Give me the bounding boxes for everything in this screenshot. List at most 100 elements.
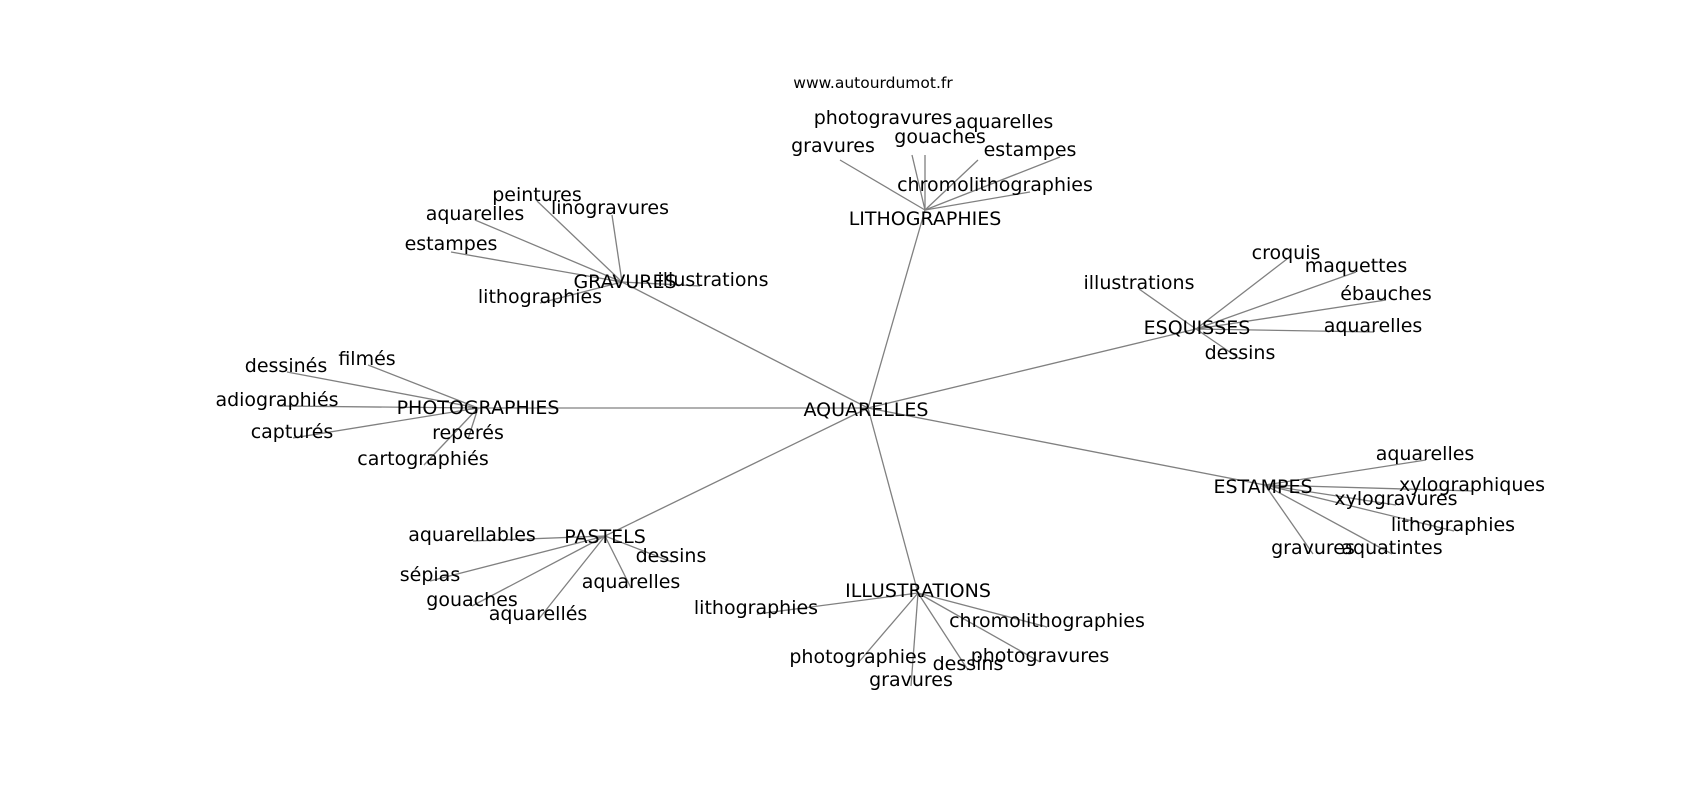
edge-cluster-to-leaf [917,592,1041,663]
edge-cluster-to-leaf [924,191,1031,211]
edge-cluster-to-leaf [1195,328,1241,360]
edge-cluster-to-leaf [277,405,479,409]
edge-cluster-to-leaf [286,371,479,409]
leaf-node-label: photogravures [971,645,1110,667]
leaf-node-label: ébauches [1340,283,1432,305]
edge-cluster-to-leaf [1195,299,1387,330]
edge-cluster-to-leaf [1264,459,1427,486]
leaf-node-label: adiographiés [215,389,338,411]
edge-cluster-to-leaf [474,219,623,283]
leaf-node-label: linogravures [551,197,669,219]
leaf-node-label: illustrations [1084,272,1195,294]
edge-cluster-to-leaf [917,592,969,671]
edge-cluster-to-leaf [621,281,701,287]
edge-cluster-to-leaf [1264,484,1393,555]
cluster-node-label: PHOTOGRAPHIES [397,397,560,419]
edge-cluster-to-leaf [910,592,919,687]
edge-cluster-to-leaf [756,592,919,615]
leaf-node-label: dessinés [245,355,327,377]
leaf-node-label: cartographiés [357,448,488,470]
graph-edges [277,154,1474,687]
edge-cluster-to-leaf [539,281,623,304]
cluster-node-label: PASTELS [564,526,646,548]
edge-cluster-to-leaf [537,535,606,621]
edge-cluster-to-leaf [604,535,632,589]
edge-cluster-to-leaf [472,535,606,542]
edge-cluster-to-leaf [1264,484,1397,506]
leaf-node-label: aquarelles [582,571,681,593]
edge-cluster-to-leaf [429,535,606,582]
edge-cluster-to-leaf [467,407,479,440]
edge-cluster-to-leaf [1138,288,1197,330]
edge-cluster-to-leaf [536,200,623,283]
leaf-node-label: gravures [1271,537,1355,559]
root-node-label: AQUARELLES [804,399,929,421]
leaf-node-label: photographies [789,646,926,668]
leaf-node-label: aquatintes [1341,537,1442,559]
edge-cluster-to-leaf [1264,484,1314,555]
leaf-node-label: filmés [338,348,395,370]
leaf-node-label: aquarellables [408,524,536,546]
leaf-node-label: gravures [869,669,953,691]
edge-root-to-cluster [867,328,1197,409]
leaf-node-label: aquarellés [489,603,588,625]
graph-labels: www.autourdumot.fr AQUARELLES photogravu… [215,74,1545,691]
leaf-node-label: gravures [791,135,875,157]
leaf-node-label: estampes [984,139,1077,161]
leaf-node-label: xylogravures [1334,488,1457,510]
edge-cluster-to-leaf [423,407,479,466]
leaf-node-label: chromolithographies [949,610,1145,632]
leaf-node-label: dessins [636,545,707,567]
leaf-node-label: gouaches [426,589,517,611]
leaf-node-label: estampes [405,233,498,255]
edge-root-to-cluster [867,407,1266,486]
edge-cluster-to-leaf [924,159,979,211]
edge-cluster-to-leaf [367,364,479,409]
edge-cluster-to-leaf [450,251,623,283]
cluster-node-label: LITHOGRAPHIES [849,208,1002,230]
edge-cluster-to-leaf [471,535,606,607]
edge-root-to-cluster [621,281,869,409]
leaf-node-label: aquarelles [955,111,1054,133]
edge-cluster-to-leaf [911,154,926,211]
edge-cluster-to-leaf [611,214,623,283]
leaf-node-label: illustrations [658,269,769,291]
edge-cluster-to-leaf [604,535,673,563]
edge-cluster-to-leaf [1264,484,1455,532]
leaf-node-label: aquarelles [1324,315,1423,337]
cluster-node-label: GRAVURES [573,271,676,293]
leaf-node-label: photogravures [814,107,953,129]
edge-cluster-to-leaf [1195,258,1288,330]
cluster-node-label: ILLUSTRATIONS [845,580,991,602]
leaf-node-label: croquis [1252,242,1321,264]
leaf-node-label: lithographies [1391,514,1515,536]
source-watermark: www.autourdumot.fr [793,74,953,92]
leaf-node-label: aquarelles [426,203,525,225]
leaf-node-label: capturés [251,421,334,443]
edge-cluster-to-leaf [857,592,919,664]
leaf-node-label: xylographiques [1399,474,1545,496]
edge-cluster-to-leaf [1264,484,1474,492]
edge-cluster-to-leaf [292,407,479,439]
leaf-node-label: peintures [492,184,582,206]
leaf-node-label: lithographies [478,286,602,308]
edge-cluster-to-leaf [839,159,926,211]
edge-cluster-to-leaf [1195,271,1357,330]
cluster-node-label: ESQUISSES [1144,317,1251,339]
edge-cluster-to-leaf [917,592,1048,628]
edge-cluster-to-leaf [924,156,1061,211]
leaf-node-label: chromolithographies [897,174,1093,196]
edge-root-to-cluster [867,407,919,594]
leaf-node-label: sépias [400,564,460,586]
leaf-node-label: maquettes [1305,255,1407,277]
leaf-node-label: lithographies [694,597,818,619]
cluster-node-label: ESTAMPES [1213,476,1312,498]
leaf-node-label: gouaches [894,126,985,148]
edge-root-to-cluster [604,407,869,537]
leaf-node-label: dessins [933,653,1004,675]
edge-root-to-cluster [867,209,926,409]
leaf-node-label: aquarelles [1376,443,1475,465]
leaf-node-label: dessins [1205,342,1276,364]
leaf-node-label: reperés [432,422,504,444]
